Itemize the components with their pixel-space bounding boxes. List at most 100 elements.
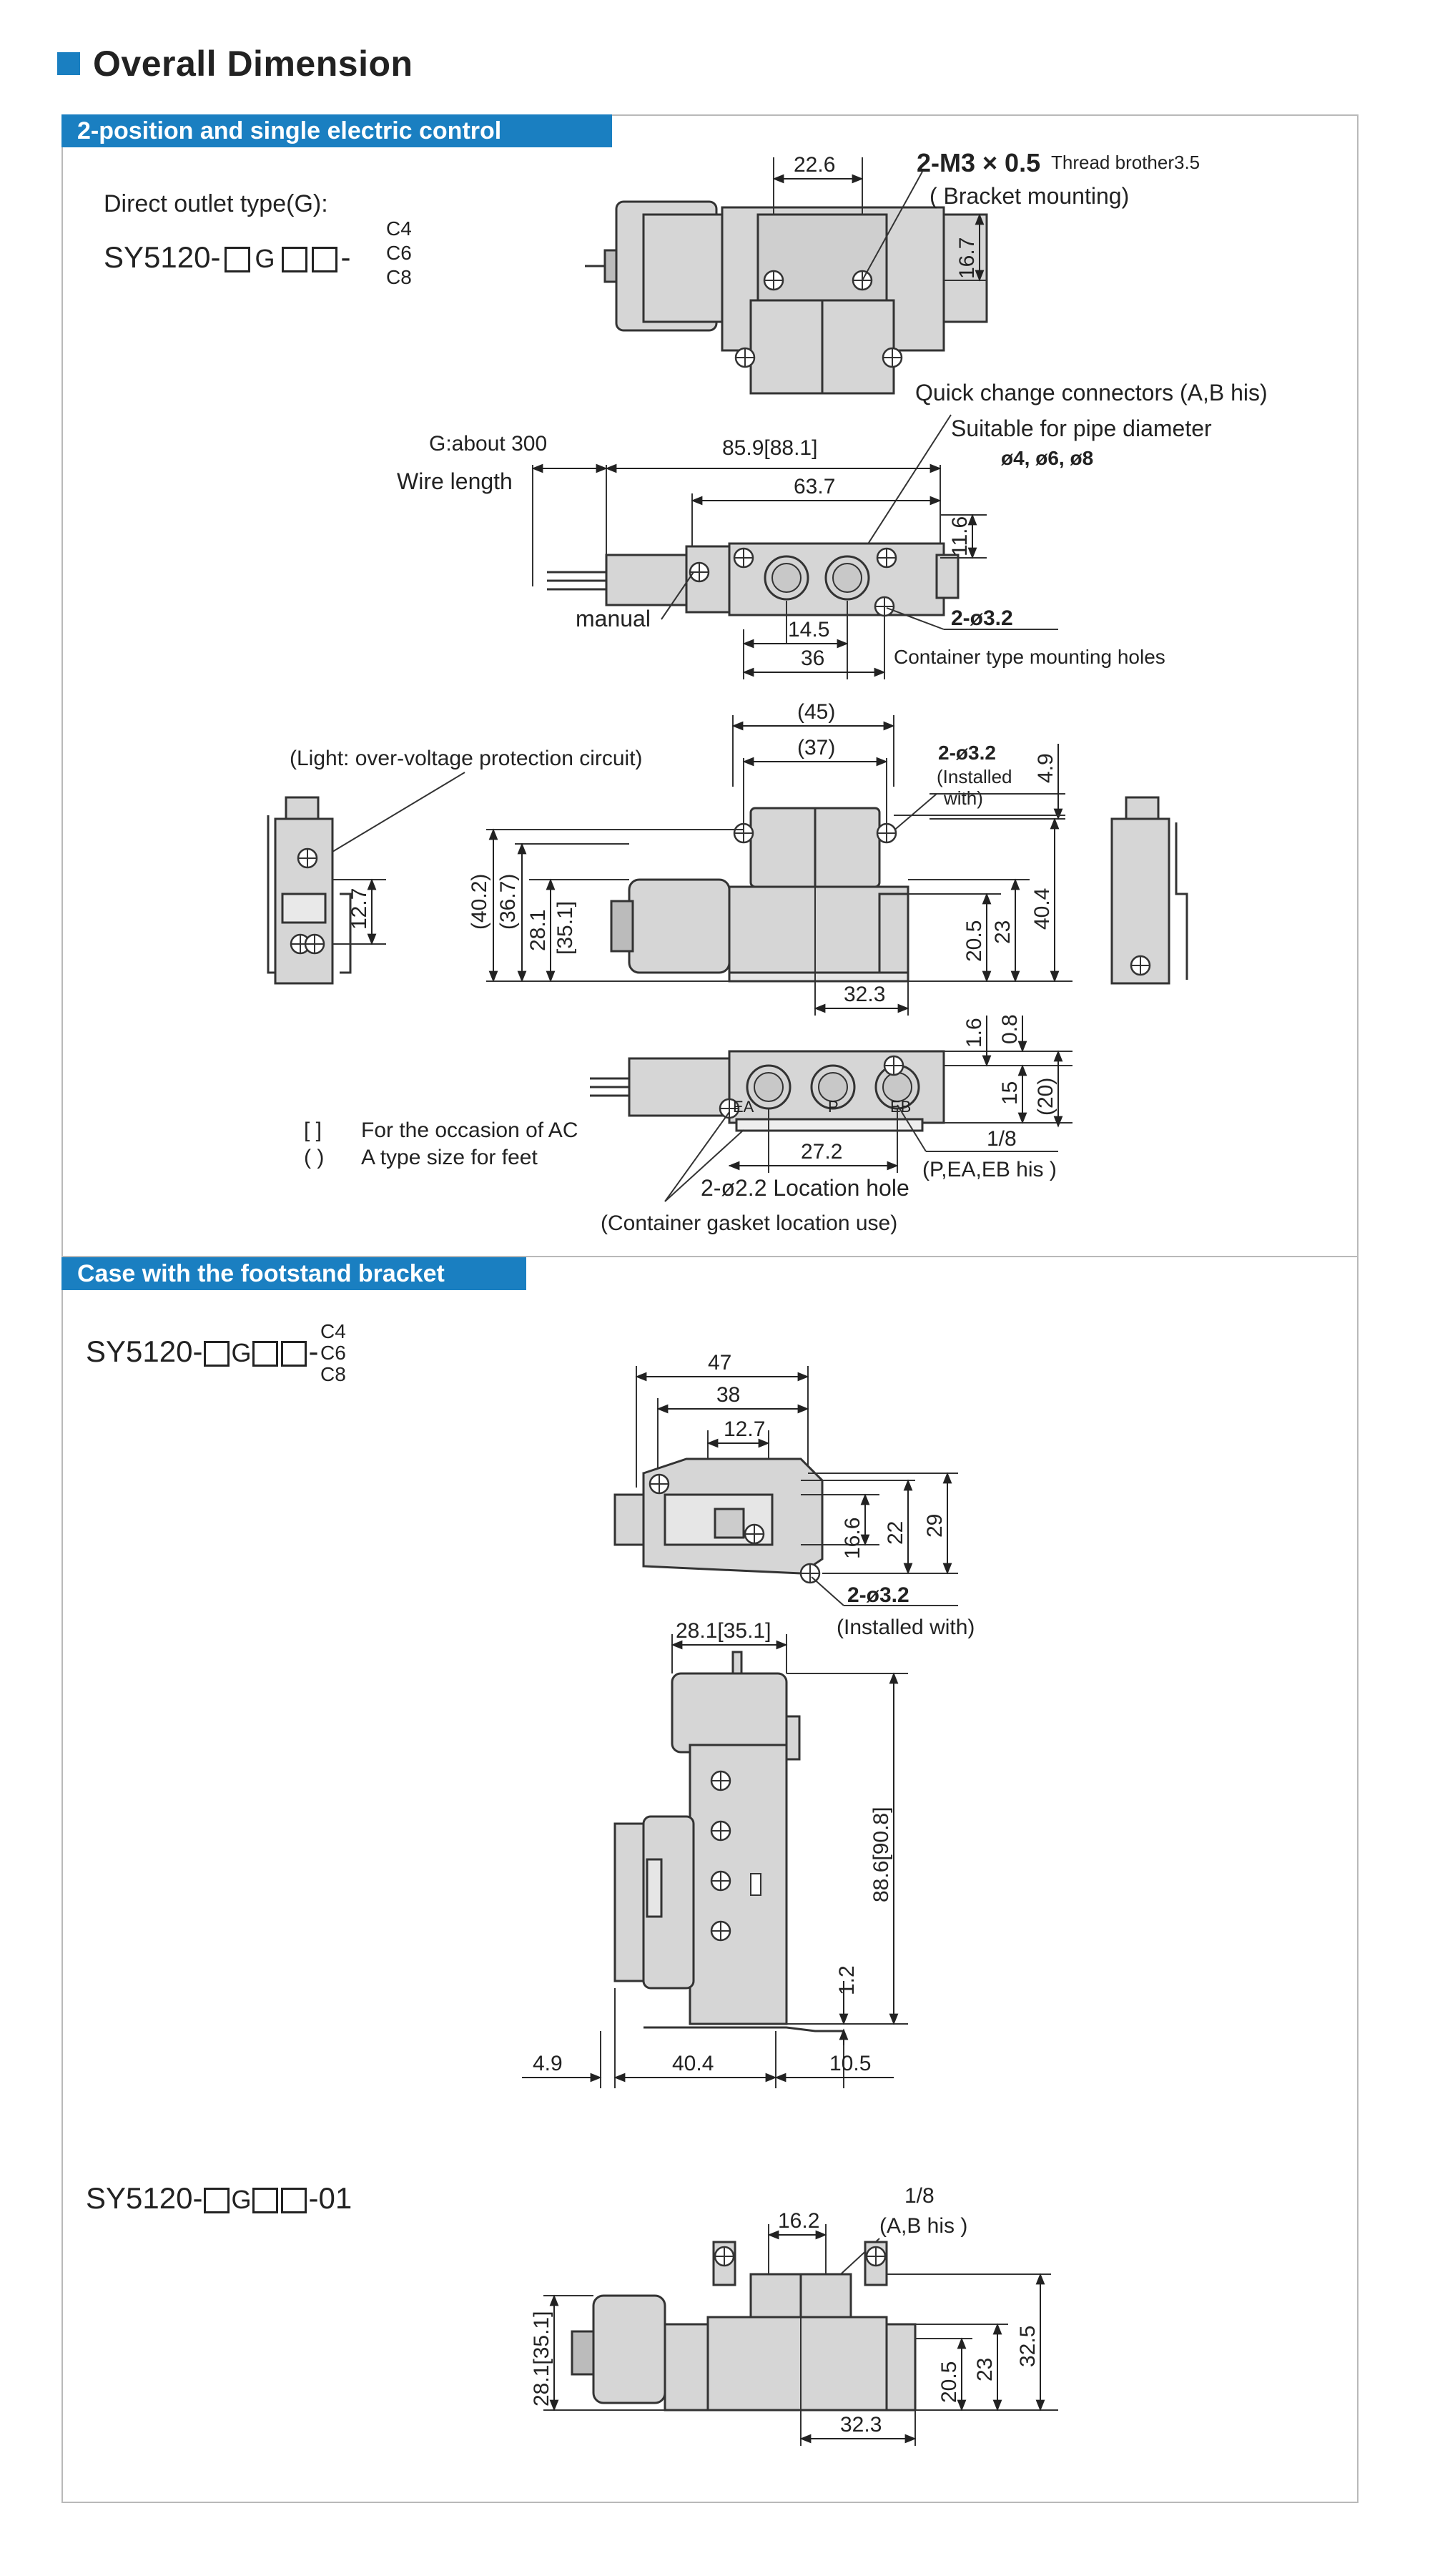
thread-note: Thread brother3.5 <box>1051 152 1200 173</box>
placeholder-box-icon <box>281 2187 307 2213</box>
placeholder-box-icon <box>225 246 251 272</box>
connector-option: C6 <box>320 1342 346 1364</box>
port-size-2: 1/8 <box>904 2184 935 2208</box>
dim-35-1: [35.1] <box>553 901 577 955</box>
screw-icon <box>882 347 903 368</box>
screw-icon <box>710 1770 731 1791</box>
placeholder-box-icon <box>282 246 308 272</box>
screw-icon <box>304 933 325 955</box>
port-size-label: 1/8 <box>987 1127 1017 1151</box>
screw-icon <box>710 1920 731 1942</box>
installed-with-2: (Installed with) <box>837 1616 975 1639</box>
screw-icon <box>1130 955 1151 976</box>
light-label: (Light: over-voltage protection circuit) <box>290 747 643 770</box>
dim-85-9: 85.9[88.1] <box>722 436 817 460</box>
port-ea-label: EA <box>733 1098 754 1116</box>
dim-20-5b: 20.5 <box>937 2361 961 2403</box>
connector-option: C4 <box>386 217 412 240</box>
dim-29: 29 <box>923 1514 947 1538</box>
pipe-diameter-label: Suitable for pipe diameter <box>951 416 1212 441</box>
manual-label: manual <box>576 606 651 631</box>
screw-icon <box>733 822 754 844</box>
placeholder-box-icon <box>281 1340 307 1367</box>
dim-38: 38 <box>716 1383 740 1407</box>
dim-1-6: 1.6 <box>962 1018 986 1048</box>
valve-top-view <box>585 200 988 395</box>
port-list-2: (A,B his ) <box>879 2214 967 2238</box>
screw-icon <box>874 596 895 617</box>
dim-36: 36 <box>801 647 824 670</box>
bracket-mounting-label: ( Bracket mounting) <box>930 183 1129 209</box>
screw-icon <box>710 1820 731 1842</box>
content-frame <box>61 114 1358 2503</box>
holes-spec-2: 2-ø3.2 <box>847 1583 909 1607</box>
dim-40-4b: 40.4 <box>672 2052 714 2075</box>
dim-40-4: 40.4 <box>1030 888 1054 930</box>
ac-bracket-symbol: [ ] <box>304 1119 322 1142</box>
placeholder-box-icon <box>204 1340 230 1367</box>
dim-23: 23 <box>991 920 1015 944</box>
outlet-type-label: Direct outlet type(G): <box>104 190 328 217</box>
wire-length-label: Wire length <box>397 468 513 494</box>
model-code-1: SY5120-G- <box>104 240 351 274</box>
dim-22-6: 22.6 <box>794 153 835 177</box>
port-b-icon <box>824 555 870 601</box>
quick-change-label: Quick change connectors (A,B his) <box>915 380 1268 405</box>
wire-about-label: G:about 300 <box>429 432 547 456</box>
screw-icon <box>763 270 784 291</box>
dim-11-6: 11.6 <box>948 516 972 556</box>
screw-icon <box>733 547 754 569</box>
dim-0-8: 0.8 <box>998 1014 1022 1044</box>
dim-1-2: 1.2 <box>835 1965 859 1995</box>
screw-icon <box>876 547 897 569</box>
section-divider <box>61 1256 1358 1257</box>
screw-icon <box>297 847 318 869</box>
screw-icon <box>649 1473 670 1495</box>
screw-icon <box>710 1870 731 1892</box>
section-banner-footstand: Case with the footstand bracket <box>61 1257 526 1290</box>
dim-16-6: 16.6 <box>841 1518 864 1559</box>
connector-option: C8 <box>386 266 412 288</box>
port-p-label: P <box>828 1098 839 1116</box>
gasket-label: (Container gasket location use) <box>601 1211 897 1235</box>
with-label: with) <box>943 787 983 809</box>
installed-label: (Installed <box>937 766 1012 787</box>
connector-option: C4 <box>320 1320 346 1342</box>
feet-note: A type size for feet <box>361 1146 538 1169</box>
feet-bracket-symbol: ( ) <box>304 1146 324 1169</box>
mounting-holes-spec: 2-ø3.2 <box>951 606 1013 630</box>
dim-63-7: 63.7 <box>794 475 835 498</box>
screw-icon <box>883 1055 904 1076</box>
title-square-icon <box>57 51 80 75</box>
screw-icon <box>734 347 756 368</box>
location-hole-label: 2-ø2.2 Location hole <box>701 1175 909 1201</box>
dim-32-3b: 32.3 <box>840 2413 882 2437</box>
connector-option: C6 <box>386 242 412 264</box>
port-list-label: (P,EA,EB his ) <box>922 1158 1057 1181</box>
dim-47: 47 <box>708 1351 731 1375</box>
dim-16-2: 16.2 <box>778 2209 819 2233</box>
dim-12-7b: 12.7 <box>724 1417 765 1441</box>
dim-45: (45) <box>797 700 835 724</box>
pipe-sizes: ø4, ø6, ø8 <box>1001 447 1093 469</box>
dim-32-3: 32.3 <box>844 983 885 1006</box>
dim-36-7: (36.7) <box>496 874 520 930</box>
dim-16-7: 16.7 <box>955 237 979 279</box>
page-title: Overall Dimension <box>57 43 413 84</box>
dim-10-5: 10.5 <box>829 2052 871 2075</box>
dim-4-9: 4.9 <box>1034 753 1057 783</box>
mounting-holes-label: Container type mounting holes <box>894 646 1165 668</box>
dim-88-6: 88.6[90.8] <box>869 1807 893 1902</box>
dim-32-5: 32.5 <box>1016 2326 1040 2367</box>
dim-20-5: 20.5 <box>962 920 986 962</box>
thread-spec: 2-M3 × 0.5 <box>917 148 1040 177</box>
screw-icon <box>865 2246 887 2267</box>
dim-14-5: 14.5 <box>788 618 829 641</box>
dim-23b: 23 <box>973 2358 997 2381</box>
dim-15: 15 <box>998 1081 1022 1105</box>
dim-20: (20) <box>1034 1078 1057 1116</box>
placeholder-box-icon <box>252 1340 279 1367</box>
port-a-icon <box>764 555 809 601</box>
dim-12-7: 12.7 <box>347 888 371 930</box>
